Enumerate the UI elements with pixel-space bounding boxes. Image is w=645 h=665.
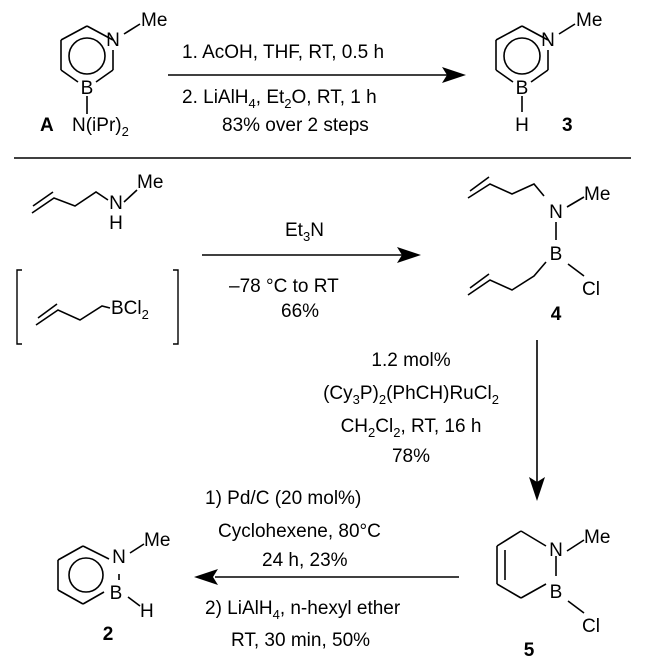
allyl-dichloroborane: BCl2 bbox=[16, 269, 179, 345]
n-substituent: Me bbox=[144, 530, 170, 551]
compound-label: 4 bbox=[551, 304, 562, 325]
b-substituent: H bbox=[140, 601, 154, 622]
compound-label: 3 bbox=[562, 115, 573, 136]
atom-H: H bbox=[109, 213, 123, 234]
compound-4: N Me B Cl 4 bbox=[467, 176, 610, 325]
atom-B: B bbox=[516, 78, 529, 99]
atom-N: N bbox=[549, 540, 563, 561]
rcm-yield: 78% bbox=[392, 446, 430, 467]
atom-N: N bbox=[549, 202, 563, 223]
b-substituent: Cl bbox=[582, 279, 600, 300]
bottom-step1-line1: 1) Pd/C (20 mol%) bbox=[205, 488, 361, 509]
reaction-arrow-top bbox=[168, 67, 466, 83]
aromatic-circle bbox=[503, 37, 541, 75]
n-substituent: Me bbox=[584, 527, 610, 548]
yield-middle: 66% bbox=[281, 301, 319, 322]
reagent-middle: Et3N bbox=[285, 220, 324, 244]
rcm-loading: 1.2 mol% bbox=[371, 350, 450, 371]
atom-B: B bbox=[110, 583, 123, 604]
yield-top: 83% over 2 steps bbox=[222, 115, 369, 136]
conditions-top-1: 1. AcOH, THF, RT, 0.5 h bbox=[182, 42, 384, 63]
compound-3: N Me B H 3 bbox=[495, 10, 602, 136]
n-substituent: Me bbox=[141, 10, 167, 31]
rcm-catalyst: (Cy3P)2(PhCH)RuCl2 bbox=[323, 383, 499, 407]
allyl-methyl-amine: N H Me bbox=[31, 172, 163, 234]
atom-N: N bbox=[112, 547, 126, 568]
atom-B: B bbox=[81, 78, 94, 99]
aromatic-circle bbox=[68, 557, 104, 593]
reaction-arrow-middle bbox=[202, 247, 421, 263]
rcm-solvent: CH2Cl2, RT, 16 h bbox=[341, 416, 482, 440]
bottom-step2-line2: RT, 30 min, 50% bbox=[231, 630, 370, 651]
bottom-step1-line2: Cyclohexene, 80°C bbox=[218, 521, 381, 542]
bottom-step1-line3: 24 h, 23% bbox=[262, 550, 348, 571]
n-substituent: Me bbox=[137, 172, 163, 193]
compound-2: N Me B H 2 bbox=[57, 530, 170, 645]
compound-label: 5 bbox=[524, 640, 535, 661]
n-substituent: Me bbox=[576, 10, 602, 31]
conditions-middle: –78 °C to RT bbox=[229, 276, 339, 297]
b-substituent: Cl bbox=[582, 616, 600, 637]
b-substituent: H bbox=[515, 115, 529, 136]
compound-label: A bbox=[40, 115, 54, 136]
reaction-arrow-rcm bbox=[529, 340, 545, 501]
compound-label: 2 bbox=[103, 624, 114, 645]
atom-N: N bbox=[541, 30, 555, 51]
atom-B: B bbox=[550, 582, 563, 603]
bottom-step2-line1: 2) LiAlH4, n-hexyl ether bbox=[205, 598, 401, 622]
conditions-top-2: 2. LiAlH4, Et2O, RT, 1 h bbox=[182, 87, 377, 111]
atom-N: N bbox=[106, 30, 120, 51]
compound-5: N Me B Cl 5 bbox=[496, 527, 610, 661]
boron-group: BCl2 bbox=[111, 298, 149, 322]
compound-A: N Me B N(iPr)2 A bbox=[40, 10, 167, 139]
atom-B: B bbox=[550, 244, 563, 265]
reaction-arrow-bottom bbox=[194, 569, 459, 585]
n-substituent: Me bbox=[584, 184, 610, 205]
b-substituent: N(iPr)2 bbox=[72, 115, 129, 139]
atom-N: N bbox=[109, 193, 123, 214]
aromatic-circle bbox=[68, 37, 106, 75]
